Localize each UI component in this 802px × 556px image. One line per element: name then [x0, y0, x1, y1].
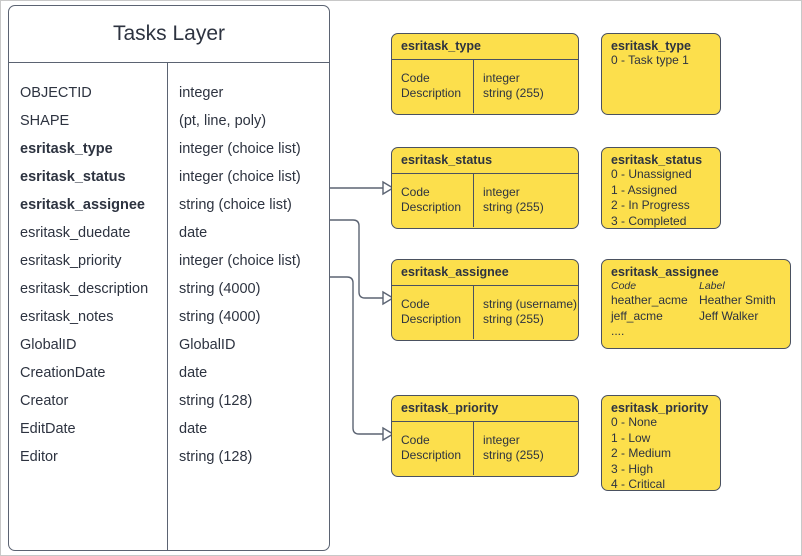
field-name-esritask-type: esritask_type — [20, 141, 113, 157]
schema-type-datatype-code: integer — [483, 71, 520, 85]
field-type-column: integer (pt, line, poly) integer (choice… — [168, 63, 329, 550]
values-status-item-1: 1 - Assigned — [611, 182, 678, 197]
values-assignee-row-0: heather_acme Heather Smith — [611, 293, 790, 309]
schema-type-field-code: Code — [401, 71, 430, 85]
schema-title-esritask-type: esritask_type — [392, 34, 578, 60]
schema-box-esritask-status: esritask_status Code Description integer… — [391, 147, 579, 229]
tasks-layer-table: Tasks Layer OBJECTID SHAPE esritask_type… — [8, 5, 330, 551]
values-box-esritask-status: esritask_status 0 - Unassigned 1 - Assig… — [601, 147, 721, 229]
values-priority-item-2: 2 - Medium — [611, 446, 672, 460]
values-type-item-0: 0 - Task type 1 — [611, 53, 689, 67]
values-priority-item-3: 3 - High — [611, 461, 654, 476]
values-status-item-2: 2 - In Progress — [611, 198, 690, 212]
field-type-editdate: date — [179, 421, 208, 437]
schema-type-field-description: Description — [401, 86, 462, 100]
field-type-editor: string (128) — [179, 449, 253, 465]
values-title-esritask-type: esritask_type — [611, 39, 691, 53]
field-type-objectid: integer — [179, 85, 224, 101]
schema-box-esritask-priority: esritask_priority Code Description integ… — [391, 395, 579, 477]
field-name-esritask-assignee: esritask_assignee — [20, 197, 145, 213]
values-assignee-row-1: jeff_acme Jeff Walker — [611, 309, 790, 325]
schema-assignee-field-description: Description — [401, 312, 462, 326]
values-box-esritask-priority: esritask_priority 0 - None 1 - Low 2 - M… — [601, 395, 721, 491]
field-name-shape: SHAPE — [20, 113, 70, 129]
values-assignee-ellipsis: .... — [611, 324, 625, 338]
values-status-item-3: 3 - Completed — [611, 213, 687, 228]
values-title-esritask-assignee: esritask_assignee — [611, 265, 719, 279]
values-assignee-label-0: Heather Smith — [699, 293, 776, 307]
schema-assignee-field-code: Code — [401, 297, 430, 311]
field-name-editdate: EditDate — [20, 421, 76, 437]
values-assignee-code-1: jeff_acme — [611, 308, 663, 323]
values-box-esritask-assignee: esritask_assignee Code Label heather_acm… — [601, 259, 791, 349]
field-name-creationdate: CreationDate — [20, 365, 106, 381]
schema-assignee-datatype-description: string (255) — [483, 312, 544, 326]
field-type-esritask-duedate: date — [179, 225, 208, 241]
schema-status-field-code: Code — [401, 185, 430, 199]
field-name-objectid: OBJECTID — [20, 85, 92, 101]
schema-status-datatype-code: integer — [483, 185, 520, 199]
connector-priority — [330, 276, 383, 435]
values-title-esritask-status: esritask_status — [611, 153, 703, 167]
field-type-esritask-assignee: string (choice list) — [179, 197, 292, 213]
schema-box-esritask-assignee: esritask_assignee Code Description strin… — [391, 259, 579, 341]
values-priority-item-0: 0 - None — [611, 415, 658, 429]
schema-status-datatype-description: string (255) — [483, 200, 544, 214]
field-type-shape: (pt, line, poly) — [179, 113, 267, 129]
schema-assignee-datatype-code: string (username) — [483, 297, 578, 311]
values-assignee-code-0: heather_acme — [611, 293, 688, 307]
field-name-esritask-duedate: esritask_duedate — [20, 225, 131, 241]
values-assignee-header-code: Code — [611, 280, 637, 292]
values-priority-item-1: 1 - Low — [611, 430, 651, 445]
field-type-esritask-type: integer (choice list) — [179, 141, 301, 157]
schema-title-esritask-status: esritask_status — [392, 148, 578, 174]
field-name-editor: Editor — [20, 449, 58, 465]
values-title-esritask-priority: esritask_priority — [611, 401, 709, 415]
field-type-creationdate: date — [179, 365, 208, 381]
field-name-creator: Creator — [20, 393, 69, 409]
field-name-esritask-status: esritask_status — [20, 169, 126, 185]
field-type-esritask-priority: integer (choice list) — [179, 253, 301, 269]
field-name-esritask-notes: esritask_notes — [20, 309, 114, 325]
schema-title-esritask-assignee: esritask_assignee — [392, 260, 578, 286]
values-assignee-label-1: Jeff Walker — [699, 308, 759, 323]
field-type-esritask-status: integer (choice list) — [179, 169, 301, 185]
schema-status-field-description: Description — [401, 200, 462, 214]
connector-assignee — [330, 219, 383, 299]
schema-title-esritask-priority: esritask_priority — [392, 396, 578, 422]
field-name-esritask-description: esritask_description — [20, 281, 149, 297]
layer-field-list: OBJECTID SHAPE esritask_type esritask_st… — [9, 63, 329, 550]
field-type-esritask-description: string (4000) — [179, 281, 261, 297]
field-type-creator: string (128) — [179, 393, 253, 409]
values-box-esritask-type: esritask_type 0 - Task type 1 — [601, 33, 721, 115]
field-type-esritask-notes: string (4000) — [179, 309, 261, 325]
field-type-globalid: GlobalID — [179, 337, 236, 353]
values-assignee-header: Code Label — [611, 279, 790, 293]
schema-priority-field-description: Description — [401, 448, 462, 462]
schema-priority-field-code: Code — [401, 433, 430, 447]
schema-box-esritask-type: esritask_type Code Description integer s… — [391, 33, 579, 115]
field-name-globalid: GlobalID — [20, 337, 77, 353]
field-name-esritask-priority: esritask_priority — [20, 253, 122, 269]
schema-type-datatype-description: string (255) — [483, 86, 544, 100]
values-assignee-header-label: Label — [699, 280, 725, 292]
schema-priority-datatype-code: integer — [483, 433, 520, 447]
page-title: Tasks Layer — [9, 6, 329, 63]
field-name-column: OBJECTID SHAPE esritask_type esritask_st… — [9, 63, 168, 550]
schema-priority-datatype-description: string (255) — [483, 448, 544, 462]
values-status-item-0: 0 - Unassigned — [611, 167, 692, 181]
values-priority-item-4: 4 - Critical — [611, 477, 666, 491]
